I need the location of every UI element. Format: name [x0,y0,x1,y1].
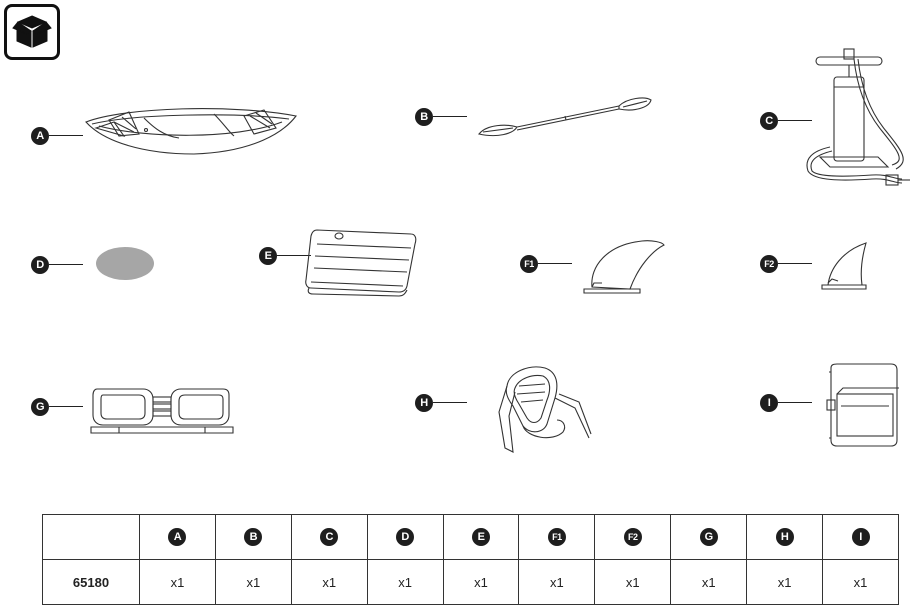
part-badge-f1: F1 [547,528,566,546]
part-badge-b: B [244,528,263,546]
quantity-cell: x1 [366,559,444,605]
table-header-cell: F2 [594,514,672,560]
quantity-cell: x1 [822,559,899,605]
large-fin-icon [583,240,665,294]
quantity-cell: x1 [594,559,672,605]
storage-bag-icon [826,363,899,447]
package-box-icon [4,4,60,60]
leader-line-a [49,135,83,137]
part-badge-f2: F2 [623,528,642,546]
table-header-cell: B [214,514,292,560]
table-header-cell: D [366,514,444,560]
table-header-cell: F1 [518,514,596,560]
part-badge-h: H [415,394,433,412]
leader-line-h [433,402,467,404]
table-header-cell: G [670,514,748,560]
table-header-cell: E [442,514,520,560]
quantity-cell: x1 [746,559,824,605]
part-badge-f2: F2 [760,255,778,273]
part-badge-a: A [168,528,187,546]
small-fin-icon [821,242,867,290]
part-badge-h: H [775,528,794,546]
leader-line-d [49,264,83,266]
part-badge-e: E [472,528,490,546]
quantity-cell: x1 [290,559,368,605]
kayak-icon [85,108,297,155]
table-header-row: A B C D E F1 F2 G H I [42,514,899,560]
table-header-cell: I [822,514,899,560]
part-badge-f1: F1 [520,255,538,273]
part-badge-i: I [851,528,870,546]
quantity-cell: x1 [670,559,748,605]
part-badge-c: C [320,528,339,546]
part-badge-i: I [760,394,778,412]
part-badge-g: G [699,528,718,546]
parts-quantity-table: A B C D E F1 F2 G H I 65180 x1 x1 x1 x1 … [42,514,899,605]
part-badge-e: E [259,247,277,265]
quantity-cell: x1 [214,559,292,605]
carry-handle-icon [90,388,234,434]
repair-patch-icon [96,247,154,280]
quantity-cell: x1 [518,559,596,605]
quantity-cell: x1 [442,559,520,605]
table-header-cell: A [139,514,216,560]
part-badge-d: D [396,528,415,546]
part-badge-c: C [760,112,778,130]
leader-line-f1 [538,263,572,265]
part-badge-d: D [31,256,49,274]
leader-line-g [49,406,83,408]
model-number: 65180 [42,559,140,605]
seat-cushion-icon [305,229,417,297]
leader-line-i [778,402,812,404]
leader-line-b [433,116,467,118]
paddle-icon [478,97,652,137]
table-header-cell: H [746,514,824,560]
leader-line-c [778,120,812,122]
air-pump-icon [806,48,910,186]
leader-line-e [277,255,311,257]
table-row: 65180 x1 x1 x1 x1 x1 x1 x1 x1 x1 x1 [42,559,899,605]
part-badge-g: G [31,398,49,416]
seat-backrest-icon [498,366,592,453]
leader-line-f2 [778,263,812,265]
quantity-cell: x1 [139,559,216,605]
table-header-cell [42,514,140,560]
table-header-cell: C [290,514,368,560]
part-badge-b: B [415,108,433,126]
part-badge-a: A [31,127,49,145]
